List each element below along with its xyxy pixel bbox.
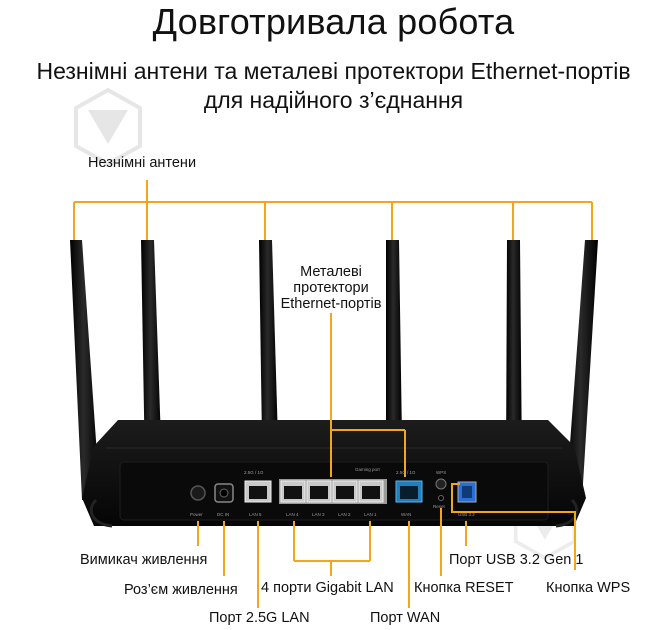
device-label-dcin: DC IN xyxy=(217,512,229,517)
device-label-usb: USB 3.2 xyxy=(458,512,475,517)
device-label-lan4: LAN 4 xyxy=(286,512,299,517)
callout-wps-button: Кнопка WPS xyxy=(546,580,631,596)
antenna-6 xyxy=(566,240,598,500)
callout-antennas: Незнімні антени xyxy=(88,155,197,171)
callout-lan-25g: Порт 2.5G LAN xyxy=(209,610,310,626)
page-subtitle-line-2: для надійного з’єднання xyxy=(203,87,464,113)
antennas xyxy=(70,240,598,500)
device-label-wps-top: WPS xyxy=(436,470,446,475)
reset-button[interactable] xyxy=(438,495,444,501)
antenna-5 xyxy=(506,240,522,470)
power-switch[interactable] xyxy=(190,485,206,501)
router-body xyxy=(82,420,586,528)
callout-reset-button: Кнопка RESET xyxy=(414,580,514,596)
device-label-wan-top: 2.5G / 1G xyxy=(396,470,416,475)
callout-power-jack: Роз’єм живлення xyxy=(124,582,238,598)
device-label-gaming-port: Gaming port xyxy=(355,467,381,472)
callout-metal-protectors-line-2: протектори xyxy=(293,280,369,296)
page-title: Довготривала робота xyxy=(152,1,515,42)
bottom-callout-lines xyxy=(197,483,576,608)
antenna-3 xyxy=(259,240,278,440)
device-label-lan0: LAN 5 xyxy=(249,512,262,517)
device-label-lan2: LAN 2 xyxy=(338,512,351,517)
device-label-wan: WAN xyxy=(401,512,411,517)
device-label-25g-top: 2.5G / 1G xyxy=(244,470,264,475)
device-label-lan1: LAN 1 xyxy=(364,512,377,517)
antenna-2 xyxy=(141,240,162,470)
device-label-lan3: LAN 3 xyxy=(312,512,325,517)
callout-wan-port: Порт WAN xyxy=(370,610,441,626)
device-label-power: Power xyxy=(190,512,203,517)
watermark-logo-top-left xyxy=(74,87,142,167)
callout-usb-port: Порт USB 3.2 Gen 1 xyxy=(449,552,584,568)
antenna-1 xyxy=(70,240,100,500)
antenna-callout-lines xyxy=(73,180,593,245)
callout-metal-protectors-line-1: Металеві xyxy=(300,264,362,280)
antenna-4 xyxy=(386,240,402,440)
wps-button[interactable] xyxy=(435,478,447,490)
callout-metal-protectors-line-3: Ethernet-портів xyxy=(280,296,382,312)
metal-protector-callout-lines xyxy=(330,313,406,477)
device-label-reset: Reset xyxy=(433,504,446,509)
callout-power-switch: Вимикач живлення xyxy=(80,552,208,568)
callout-gigabit-lan: 4 порти Gigabit LAN xyxy=(261,580,394,596)
page-subtitle-line-1: Незнімні антени та металеві протектори E… xyxy=(36,58,631,84)
